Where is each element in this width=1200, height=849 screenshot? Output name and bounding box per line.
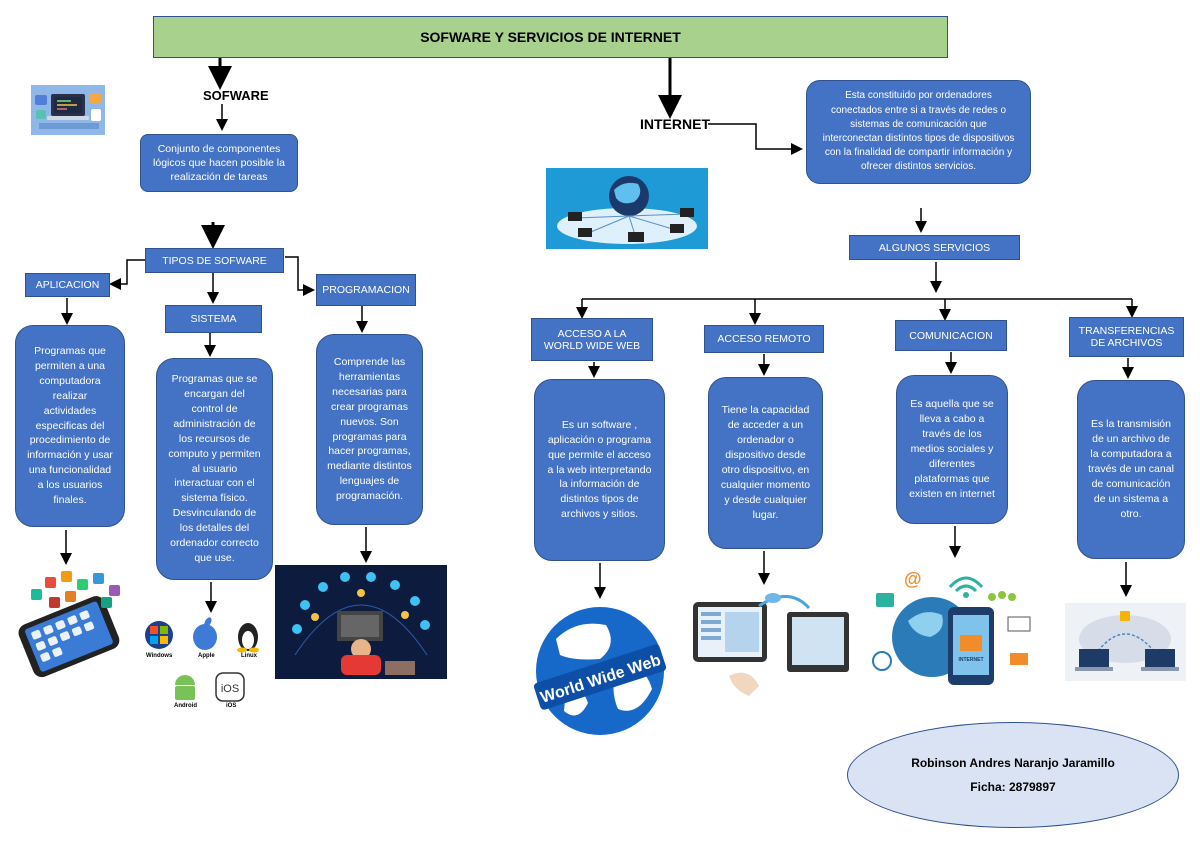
smartphone-apps-illustration (5, 567, 132, 679)
service-communication-description: Es aquella que se lleva a cabo a través … (896, 375, 1008, 524)
type-sistema-description: Programas que se encargan del control de… (156, 358, 273, 580)
type-programacion-description: Comprende las herramientas necesarias pa… (316, 334, 423, 525)
service-file-transfer-label: TRANSFERENCIAS DE ARCHIVOS (1069, 317, 1184, 357)
os-label-ios: iOS (226, 703, 237, 709)
communication-icon: @ INTERNET (868, 565, 1040, 687)
page-title: SOFWARE Y SERVICIOS DE INTERNET (153, 16, 948, 58)
service-remote-description: Tiene la capacidad de acceder a un orden… (708, 377, 823, 549)
service-www-description: Es un software , aplicación o programa q… (534, 379, 665, 561)
software-illustration (31, 85, 105, 135)
programmer-illustration (275, 565, 447, 679)
internet-definition-box: Esta constituido por ordenadores conecta… (806, 80, 1031, 184)
phone-internet-label: INTERNET (959, 657, 984, 663)
service-file-transfer-description: Es la transmisión de un archivo de la co… (1077, 380, 1185, 559)
smartphone-apps-icon (18, 571, 120, 678)
www-globe-icon: World Wide Web (533, 607, 667, 735)
os-label-android: Android (174, 703, 197, 709)
file-transfer-illustration (1065, 603, 1186, 681)
operating-systems-logos: iOS Windows Apple Linux Android iOS (140, 615, 270, 715)
network-globe-illustration (546, 168, 708, 249)
file-transfer-icon (1065, 603, 1186, 681)
android-icon (175, 675, 195, 700)
service-www-label: ACCESO A LA WORLD WIDE WEB (531, 318, 653, 361)
type-sistema-label: SISTEMA (165, 305, 262, 333)
type-aplicacion-description: Programas que permiten a una computadora… (15, 325, 125, 527)
type-aplicacion-label: APLICACION (25, 273, 110, 297)
os-logos-icon: iOS (145, 617, 259, 702)
software-definition-box: Conjunto de componentes lógicos que hace… (140, 134, 298, 192)
remote-access-illustration (689, 586, 854, 697)
author-name: Robinson Andres Naranjo Jaramillo (911, 756, 1115, 770)
ios-icon: iOS (215, 672, 245, 702)
svg-text:iOS: iOS (221, 683, 239, 695)
network-globe-icon (546, 168, 708, 249)
services-box: ALGUNOS SERVICIOS (849, 235, 1020, 260)
programmer-icon (292, 572, 430, 675)
service-communication-label: COMUNICACION (895, 320, 1007, 351)
os-label-windows: Windows (146, 653, 173, 659)
apple-icon (193, 617, 217, 650)
author-ellipse: Robinson Andres Naranjo Jaramillo Ficha:… (847, 722, 1179, 828)
os-label-apple: Apple (198, 653, 215, 659)
communication-illustration: @ INTERNET (868, 565, 1040, 687)
os-label-linux: Linux (241, 653, 257, 659)
internet-heading: INTERNET (640, 116, 710, 132)
service-remote-label: ACCESO REMOTO (704, 325, 824, 353)
software-heading: SOFWARE (203, 88, 269, 103)
laptop-code-icon (31, 85, 105, 135)
type-programacion-label: PROGRAMACION (316, 274, 416, 306)
author-ficha: Ficha: 2879897 (970, 780, 1056, 794)
www-globe-illustration: World Wide Web (526, 599, 674, 742)
linux-icon (237, 623, 259, 653)
remote-access-icon (689, 586, 854, 697)
windows-icon (145, 621, 173, 649)
email-at-icon: @ (904, 569, 922, 589)
software-types-box: TIPOS DE SOFWARE (145, 248, 284, 273)
